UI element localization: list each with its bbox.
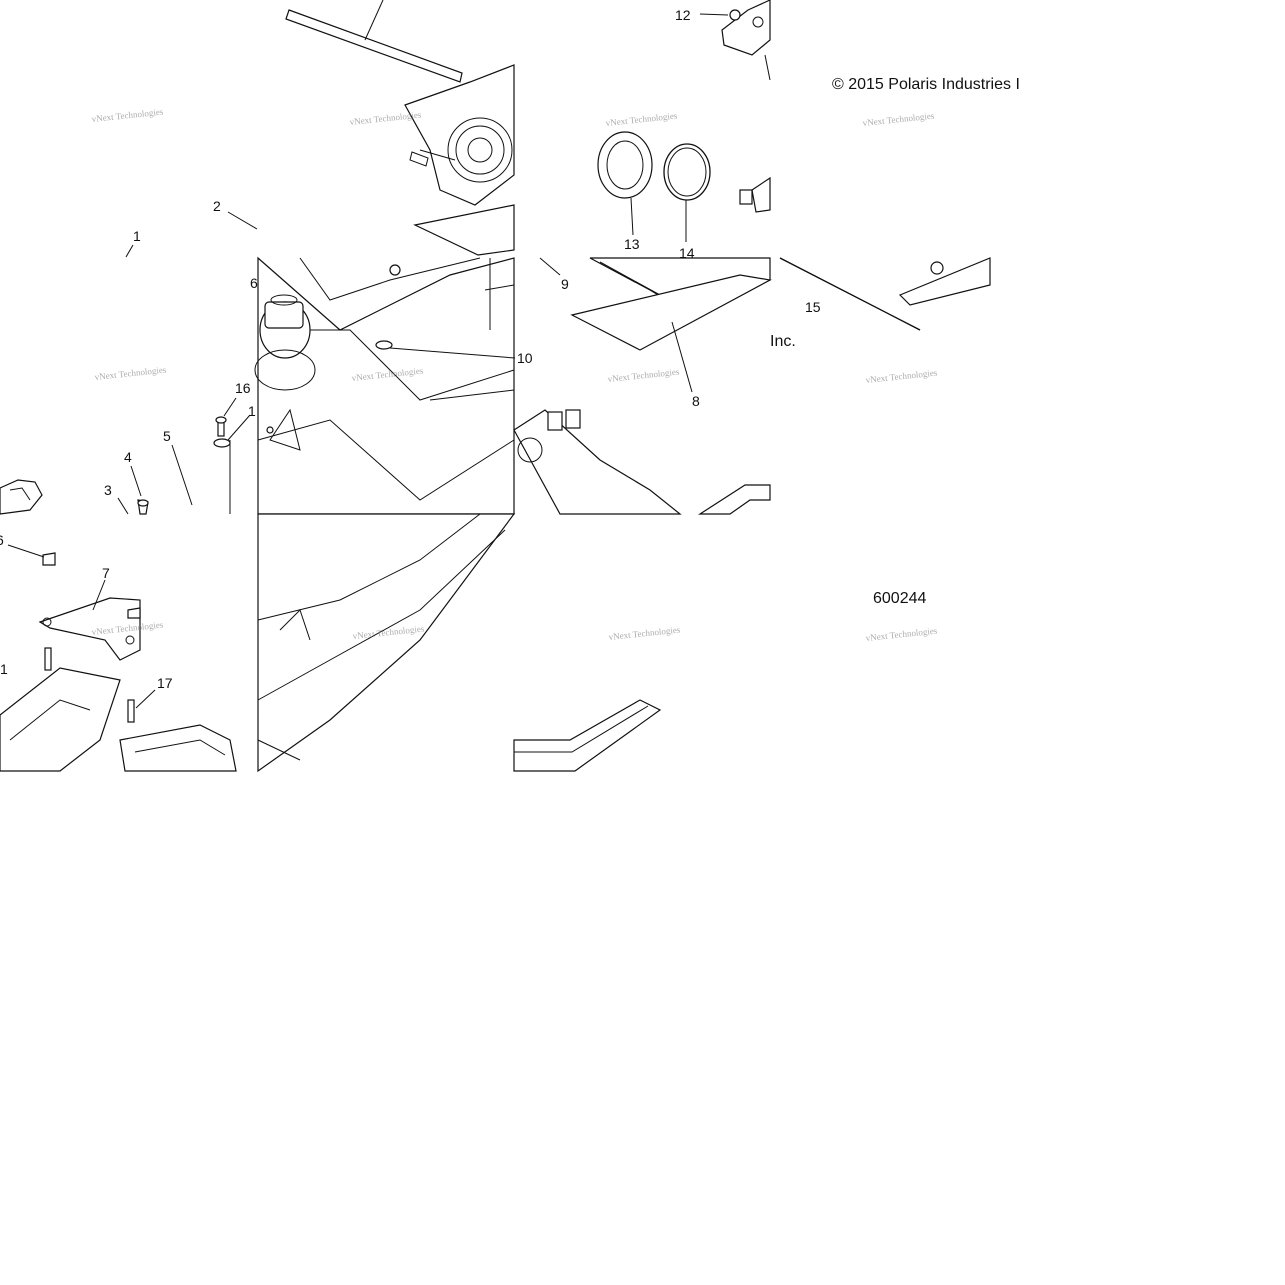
callout-10: 10 (517, 350, 533, 366)
vent-hose (779, 257, 991, 331)
bolt (137, 499, 149, 515)
callout-8: 8 (692, 393, 700, 409)
callout-5: 5 (163, 428, 171, 444)
watermark: vNext Technologies (91, 106, 164, 124)
fuel-tank (254, 256, 515, 515)
callout-1c: 1 (0, 661, 8, 677)
callout-4: 4 (124, 449, 132, 465)
watermark: vNext Technologies (865, 367, 938, 385)
heat-shield (570, 257, 772, 351)
callout-1: 1 (133, 228, 141, 244)
hose-clamp (699, 0, 771, 81)
fuel-sender (513, 409, 682, 515)
tank-pad (513, 484, 771, 772)
watermark: vNext Technologies (94, 364, 167, 382)
watermark: vNext Technologies (865, 625, 938, 643)
diagram-number: 600244 (873, 590, 926, 607)
fuel-pump-assembly (404, 64, 515, 256)
watermark: vNext Technologies (862, 110, 935, 128)
lock-ring (597, 131, 653, 236)
seal-ring (663, 143, 711, 242)
callout-1b: 1 (248, 403, 256, 419)
watermark: vNext Technologies (607, 366, 680, 384)
callout-3: 3 (104, 482, 112, 498)
copyright-notice: © 2015 Polaris Industries I (832, 76, 1020, 93)
callout-12: 12 (675, 7, 691, 23)
filler-cap (0, 479, 43, 515)
callout-15: 15 (805, 299, 821, 315)
callout-14: 14 (679, 245, 695, 261)
watermark: vNext Technologies (349, 109, 422, 127)
pump-connector (739, 176, 771, 213)
side-panels (0, 667, 237, 772)
copyright-tail: Inc. (770, 333, 796, 350)
callout-17: 17 (157, 675, 173, 691)
callout-2: 2 (213, 198, 221, 214)
watermarks: vNext Technologies vNext Technologies vN… (91, 106, 938, 643)
callout-16: 16 (235, 380, 251, 396)
callout-6: 6 (250, 275, 258, 291)
callout-labels: 1 2 3 4 5 6 6 7 8 9 10 12 13 14 15 16 1 … (0, 7, 821, 691)
callout-9: 9 (561, 276, 569, 292)
tank-underside (257, 513, 516, 773)
watermark: vNext Technologies (608, 624, 681, 642)
mounting-bracket (38, 552, 141, 723)
callout-6b: 6 (0, 532, 4, 548)
callout-7: 7 (102, 565, 110, 581)
callout-13: 13 (624, 236, 640, 252)
leader-lines (7, 211, 921, 709)
fuel-pickup-rod (285, 0, 463, 83)
watermark: vNext Technologies (605, 110, 678, 128)
